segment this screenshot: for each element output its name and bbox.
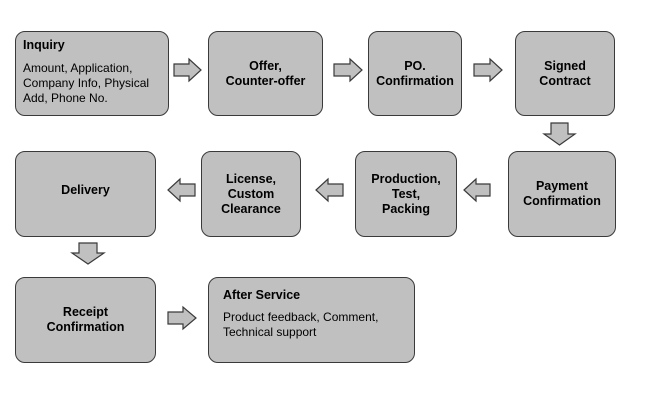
license-box: License, Custom Clearance [201,151,301,237]
license-label: License, Custom Clearance [221,171,281,216]
payment-confirmation-box: Payment Confirmation [508,151,616,237]
receipt-confirmation-box: Receipt Confirmation [15,277,156,363]
arrow-down-icon [70,242,106,265]
production-box: Production, Test, Packing [355,151,457,237]
arrow-right-icon [473,57,503,83]
arrow-right-icon [333,57,363,83]
offer-label: Offer, Counter-offer [225,58,306,88]
after-service-detail: Product feedback, Comment, Technical sup… [223,310,379,339]
payment-confirmation-label: Payment Confirmation [523,179,601,208]
offer-box: Offer, Counter-offer [208,31,323,116]
delivery-label: Delivery [61,183,110,197]
after-service-box: After Service Product feedback, Comment,… [208,277,415,363]
po-confirmation-box: PO. Confirmation [368,31,462,116]
signed-contract-box: Signed Contract [515,31,615,116]
arrow-left-icon [315,177,344,203]
signed-contract-label: Signed Contract [539,58,591,88]
arrow-right-icon [167,305,197,331]
inquiry-box: Inquiry Amount, Application, Company Inf… [15,31,169,116]
arrow-right-icon [173,57,202,83]
inquiry-title: Inquiry [23,38,65,52]
inquiry-detail: Amount, Application, Company Info, Physi… [23,61,150,105]
arrow-left-icon [463,177,491,203]
after-service-title: After Service [223,288,301,302]
receipt-confirmation-label: Receipt Confirmation [46,305,125,334]
production-label: Production, Test, Packing [371,171,441,216]
arrow-down-icon [542,122,577,146]
po-confirmation-label: PO. Confirmation [376,58,454,88]
delivery-box: Delivery [15,151,156,237]
arrow-left-icon [167,177,196,203]
